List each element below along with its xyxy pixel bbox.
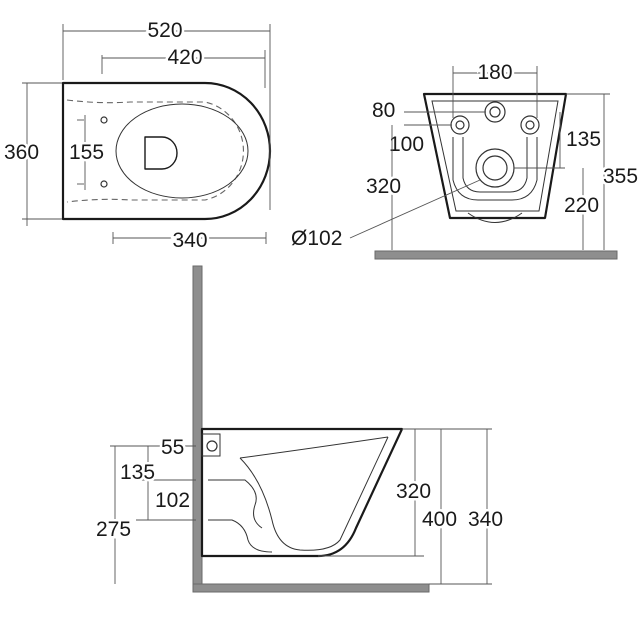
rear-waste-outlet-inner <box>482 155 508 181</box>
dim-rear-fixing-to-waste: 100 <box>389 133 424 156</box>
side-view-outline <box>200 427 404 558</box>
rear-view-inner-contour <box>431 100 559 212</box>
rear-fixing-hole-inner <box>525 120 535 130</box>
top-view-inner-contour <box>66 99 244 203</box>
top-view-waste-outlet <box>144 136 178 170</box>
dim-rear-waste-diameter: Ø102 <box>291 227 342 250</box>
side-view-rim <box>239 436 389 459</box>
top-fixing-hole <box>100 116 108 124</box>
dim-rear-overall-height: 355 <box>603 165 638 188</box>
dim-side-waste-height: 275 <box>96 518 131 541</box>
rear-fixing-hole-inner <box>455 120 465 130</box>
side-view-inlet-hole <box>206 440 218 452</box>
dim-side-rim-height: 400 <box>422 508 457 531</box>
rear-view-outline <box>422 92 568 220</box>
dim-rear-waste-height: 220 <box>564 194 599 217</box>
dim-rear-inlet-to-waste: 135 <box>566 128 601 151</box>
rear-inlet-inner <box>489 106 501 118</box>
dim-side-inlet-drop: 135 <box>120 461 155 484</box>
dim-rear-fixing-height: 320 <box>366 175 401 198</box>
rear-channel <box>452 137 538 201</box>
top-view-bowl-opening <box>115 103 249 199</box>
dim-bowl-length: 340 <box>172 229 207 252</box>
rear-view: 180 80 100 135 320 355 220 Ø102 <box>289 59 640 260</box>
dim-side-bowl-depth: 320 <box>396 480 431 503</box>
dim-side-inlet-offset: 55 <box>161 436 184 459</box>
dim-rear-fixing-spacing: 180 <box>477 61 512 84</box>
top-view: 520 420 360 155 340 <box>2 17 272 255</box>
dim-fixing-spacing: 155 <box>69 141 104 164</box>
side-view-bowl <box>239 436 389 551</box>
rear-channel-inner <box>462 137 528 193</box>
top-fixing-hole <box>100 180 108 188</box>
side-view: 55 135 102 275 320 400 340 <box>94 265 506 593</box>
rear-waste-leader <box>349 179 481 239</box>
dim-inner-length: 420 <box>167 46 202 69</box>
side-view-inlet <box>201 433 221 457</box>
side-view-floor <box>192 583 430 593</box>
dim-rear-offset: 80 <box>372 99 395 122</box>
rear-view-floor <box>374 250 618 260</box>
dim-width: 360 <box>4 141 39 164</box>
side-view-trap <box>208 519 273 553</box>
dim-side-overall-height: 340 <box>468 508 503 531</box>
dim-side-waste-diameter: 102 <box>155 489 190 512</box>
side-view-trap <box>208 479 263 529</box>
dim-overall-length: 520 <box>147 19 182 42</box>
side-view-wall <box>192 265 203 593</box>
rear-view-base <box>467 212 523 223</box>
